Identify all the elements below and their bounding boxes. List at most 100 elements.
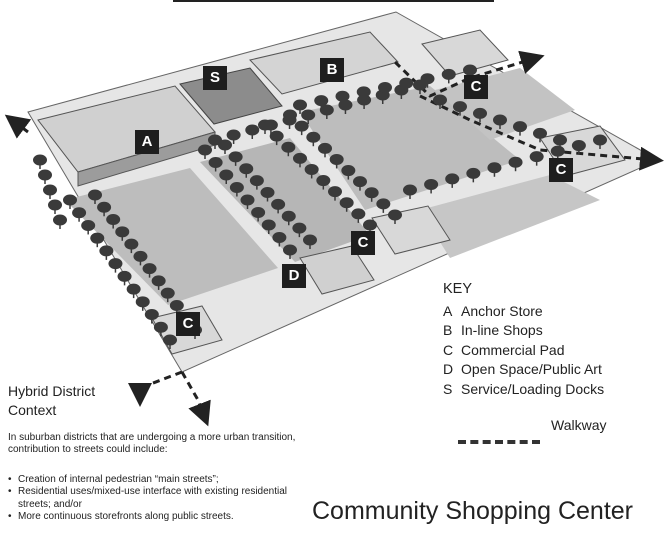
tree <box>399 77 414 89</box>
tree <box>420 73 435 85</box>
tree <box>282 114 297 126</box>
tree-rows <box>33 64 607 349</box>
pad-building-d <box>299 245 375 295</box>
tree <box>353 176 367 188</box>
tree <box>445 173 460 185</box>
tree <box>433 94 447 106</box>
tree <box>226 129 241 141</box>
tree <box>304 163 319 175</box>
tree <box>316 175 331 187</box>
tree <box>319 104 334 116</box>
key-heading: KEY <box>443 281 473 297</box>
tree <box>198 144 212 156</box>
tree <box>142 263 157 275</box>
tree <box>115 226 130 238</box>
bullet-item: More continuous storefronts along public… <box>8 511 308 524</box>
tree <box>271 198 286 210</box>
tree <box>363 219 377 231</box>
tree <box>33 154 47 166</box>
tree <box>97 201 112 213</box>
tree <box>335 90 350 102</box>
bullet-item: Creation of internal pedestrian “main st… <box>8 474 308 487</box>
tree <box>108 258 123 270</box>
tree <box>272 232 287 243</box>
tree <box>208 157 223 168</box>
tree <box>88 189 102 201</box>
tree <box>251 207 266 218</box>
tree <box>571 140 586 152</box>
tree <box>169 299 184 311</box>
tree <box>90 232 105 244</box>
tree <box>513 121 527 133</box>
tree <box>153 321 168 333</box>
tree <box>301 109 316 121</box>
tree <box>72 207 87 219</box>
tree <box>294 120 309 132</box>
tree <box>106 214 121 226</box>
tree <box>424 178 439 190</box>
tree <box>218 139 232 151</box>
marker-open-space: D <box>282 264 306 288</box>
tree <box>306 131 321 143</box>
marker-in-line-shops: B <box>320 58 344 82</box>
walkway-path-down <box>180 371 211 427</box>
marker-commercial-pad-bottom: C <box>176 312 200 336</box>
marker-commercial-pad-right: C <box>549 158 573 182</box>
tree <box>281 141 296 153</box>
tree <box>493 114 507 126</box>
walkway-legend-line <box>458 440 540 444</box>
tree <box>126 283 141 295</box>
tree <box>249 175 264 187</box>
tree <box>403 184 417 196</box>
tree <box>263 119 278 131</box>
tree <box>48 199 62 211</box>
tree <box>239 163 254 175</box>
tree <box>245 124 260 136</box>
tree <box>219 169 234 181</box>
tree <box>356 86 371 98</box>
walkway-path-upper-left <box>4 114 32 139</box>
tree <box>453 101 467 113</box>
marker-anchor-store: A <box>135 130 159 154</box>
tree <box>388 209 402 221</box>
tree <box>364 187 379 199</box>
tree <box>283 244 297 256</box>
tree <box>593 134 607 146</box>
tree <box>473 107 487 119</box>
tree <box>53 214 67 226</box>
page-title: Community Shopping Center <box>312 497 633 525</box>
tree <box>314 95 329 107</box>
tree <box>135 296 150 308</box>
parking-lot-left <box>65 168 278 305</box>
tree <box>43 184 57 196</box>
tree <box>281 210 296 222</box>
tree <box>339 197 354 209</box>
tree <box>292 222 307 234</box>
walkway-legend-label: Walkway <box>551 417 607 433</box>
walkway-path-left <box>128 370 183 407</box>
tree <box>351 208 366 220</box>
tree <box>208 134 222 146</box>
tree <box>240 194 255 206</box>
walkway-path <box>393 50 545 98</box>
tree <box>38 169 52 181</box>
tree <box>229 182 244 193</box>
tree <box>117 270 132 282</box>
tree <box>99 245 114 257</box>
tree <box>550 145 565 157</box>
tree <box>63 194 77 206</box>
tree <box>260 187 275 198</box>
tree <box>151 275 166 287</box>
tree <box>160 287 175 299</box>
marker-commercial-pad-center: C <box>351 231 375 255</box>
tree <box>303 234 317 246</box>
marker-service: S <box>203 66 227 90</box>
tree <box>329 153 344 165</box>
tree <box>341 165 356 177</box>
